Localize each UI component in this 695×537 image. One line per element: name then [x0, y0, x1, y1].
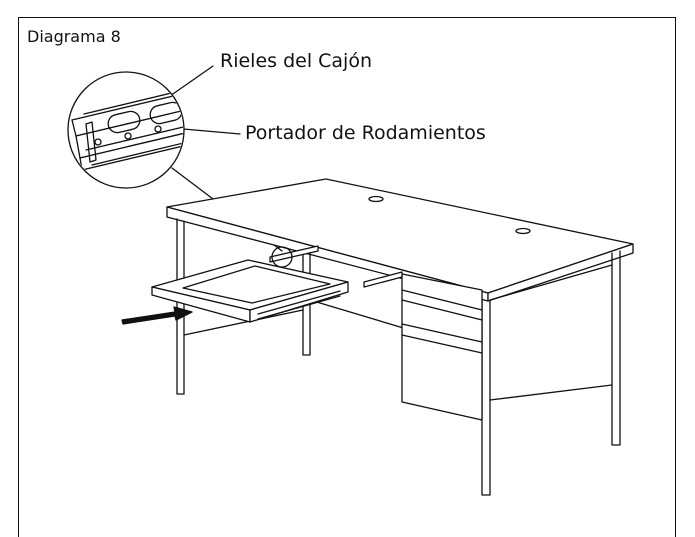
diagram-title: Diagrama 8	[27, 27, 121, 46]
detail-magnifier	[67, 71, 185, 189]
drawer-rails	[269, 245, 403, 288]
drawer-tray	[151, 259, 349, 323]
diagram-frame	[18, 17, 676, 537]
insert-arrow	[121, 306, 193, 325]
label-bearing-carrier: Portador de Rodamientos	[245, 122, 486, 144]
label-drawer-rails: Rieles del Cajón	[220, 50, 372, 72]
pedestal-drawers	[401, 264, 613, 421]
